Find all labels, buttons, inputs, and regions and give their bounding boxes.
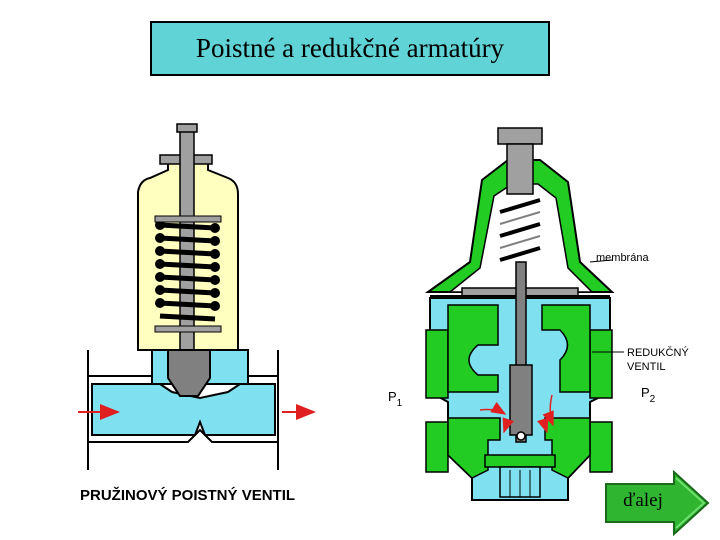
pressure-p1-label: P1 xyxy=(388,389,402,409)
reducing-valve-diagram xyxy=(424,127,624,501)
next-arrow-icon xyxy=(675,477,706,529)
membrane-label: membrána xyxy=(596,252,649,264)
safety-valve-diagram xyxy=(78,123,316,470)
next-button[interactable] xyxy=(602,470,712,536)
p2-sub: 2 xyxy=(649,394,656,405)
reducer-stem xyxy=(515,261,527,443)
pressure-p2-label: P2 xyxy=(641,385,655,405)
page-title: Poistné a redukčné armatúry xyxy=(150,21,550,76)
reducing-valve-label-line1: REDUKČNÝ xyxy=(627,347,689,359)
reducer-spring xyxy=(499,198,541,262)
reducing-valve-label-line2: VENTIL xyxy=(627,361,666,373)
spring-coils xyxy=(159,222,216,322)
p1-main: P xyxy=(388,389,397,404)
valve-disc xyxy=(167,349,211,397)
p2-main: P xyxy=(641,385,650,400)
safety-valve-label: PRUŽINOVÝ POISTNÝ VENTIL xyxy=(80,487,296,504)
p1-sub: 1 xyxy=(396,398,403,409)
reducing-valve-label: REDUKČNÝ VENTIL xyxy=(627,346,689,374)
